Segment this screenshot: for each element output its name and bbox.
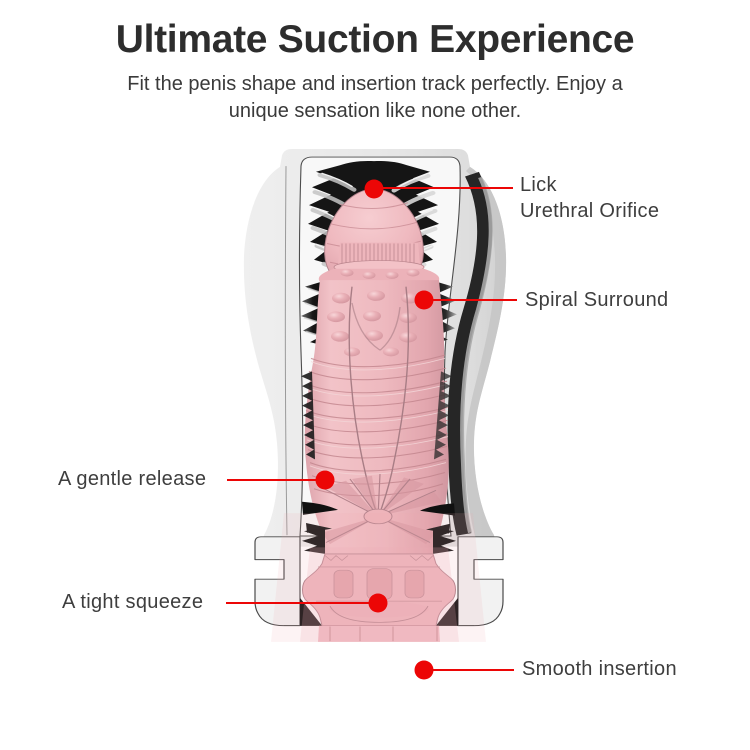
translucent-sleeve-overlay: [271, 513, 486, 642]
callout-label-lick-urethral-orifice: Lick Urethral Orifice: [520, 174, 660, 222]
callout-dot-lick-urethral-orifice: [364, 179, 384, 199]
page-title: Ultimate Suction Experience: [115, 18, 635, 61]
spiral-swirl-texture: [305, 354, 449, 497]
callout-dot-tight-squeeze: [368, 593, 388, 613]
callout-dot-smooth-insertion: [414, 660, 434, 680]
subtitle-line-2: unique sensation like none other.: [228, 99, 522, 122]
callout-label-tight-squeeze: A tight squeeze: [62, 591, 204, 613]
device-cutaway-figure: [230, 140, 530, 750]
entry-funnel: [302, 553, 456, 627]
callout-line-smooth-insertion: [432, 669, 514, 672]
callout-label-spiral-surround: Spiral Surround: [525, 289, 669, 311]
callout-line-tight-squeeze: [226, 602, 370, 605]
squeeze-chamber: [302, 474, 456, 554]
callout-line-gentle-release: [227, 479, 318, 482]
callout-label-gentle-release: A gentle release: [58, 468, 207, 490]
inner-wall-shadow-band: [447, 171, 493, 536]
callout-dot-spiral-surround: [414, 290, 434, 310]
page-subtitle: Fit the penis shape and insertion track …: [0, 71, 750, 124]
callout-line-spiral-surround: [432, 299, 517, 302]
callout-line-lick-urethral-orifice: [382, 187, 513, 190]
sleeve-head-dome: [318, 188, 440, 288]
callout-label-smooth-insertion: Smooth insertion: [522, 658, 677, 680]
device-cutaway-illustration: [243, 148, 507, 642]
callout-dot-gentle-release: [315, 470, 335, 490]
subtitle-line-1: Fit the penis shape and insertion track …: [127, 73, 623, 95]
